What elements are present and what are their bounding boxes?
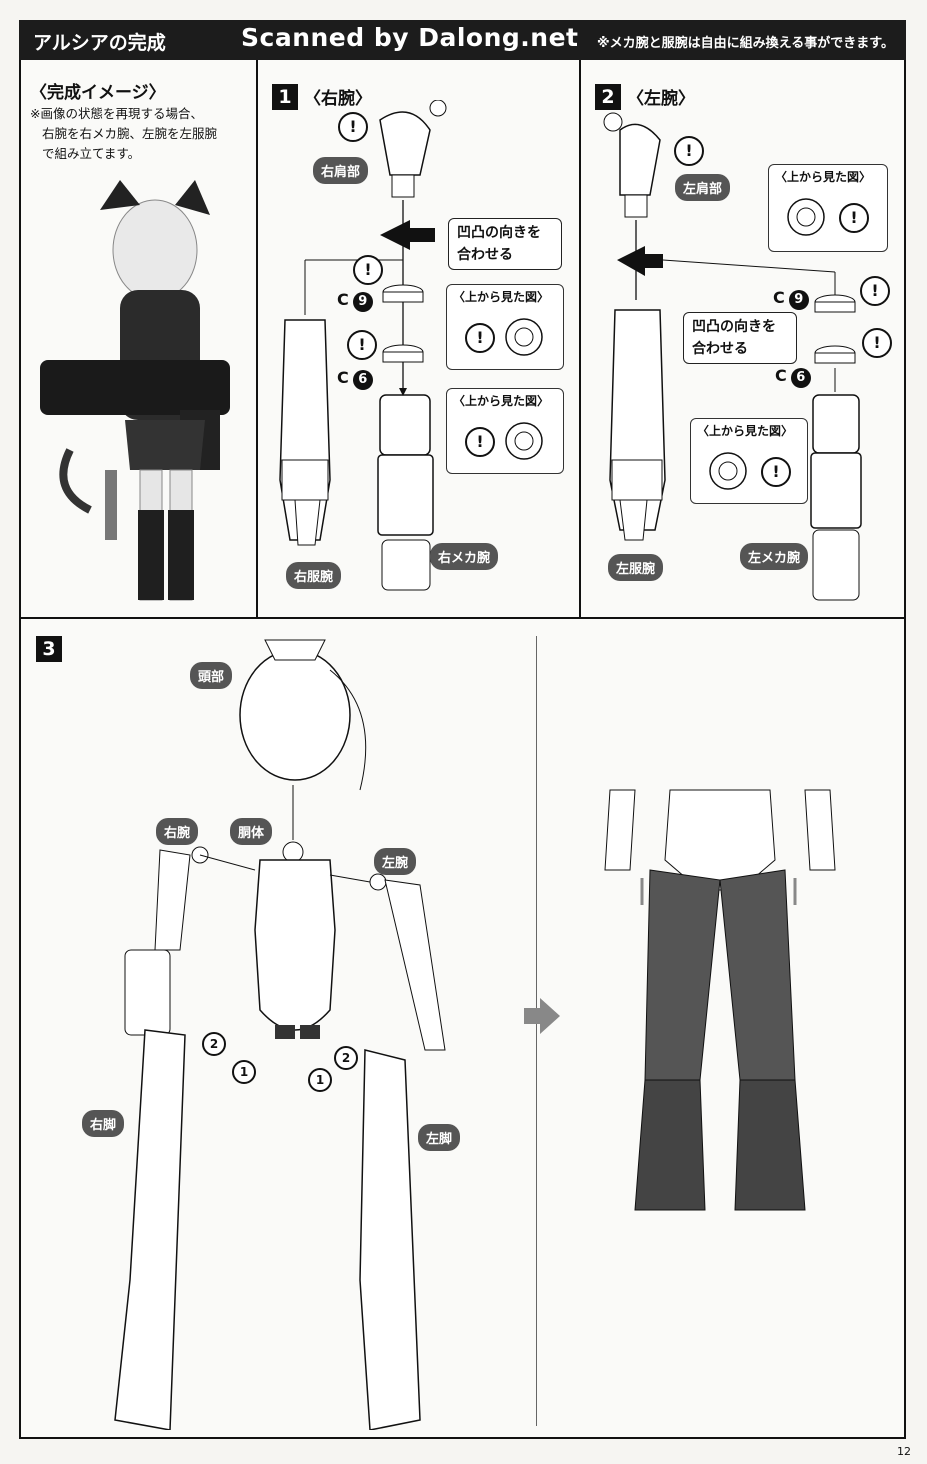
step1-callout-line2: 合わせる [457, 247, 513, 263]
step1-topview-1-warn: ! [465, 323, 495, 353]
step2-warn-shoulder: ! [674, 136, 704, 166]
step2-topview-1-warn: ! [839, 203, 869, 233]
step1-topview-1-title: 〈上から見た図〉 [453, 290, 550, 304]
step2-callout-line2: 合わせる [692, 341, 748, 357]
step1-topview-2-warn: ! [465, 427, 495, 457]
step3-seq-1-right: 1 [232, 1060, 256, 1084]
step2-part-c9-num: 9 [788, 290, 809, 310]
step2-mecha-label: 左メカ腕 [740, 543, 809, 570]
step1-part-c6-num: 6 [352, 370, 373, 390]
step1-part-c6-letter: C [337, 368, 349, 387]
step3-seq-2-left: 2 [334, 1046, 358, 1070]
step3-left-arm-label: 左腕 [374, 848, 417, 875]
page-title: アルシアの完成 [33, 32, 166, 54]
step3-exploded-diagram [114, 639, 446, 1430]
step2-topview-2: 〈上から見た図〉 ! [690, 418, 808, 504]
step1-warn-shoulder: ! [338, 112, 368, 142]
step1-diagram [279, 100, 447, 591]
step1-callout-line1: 凹凸の向きを [457, 225, 541, 241]
step3-seq-1-left: 1 [308, 1068, 332, 1092]
step3-head-label: 頭部 [190, 662, 233, 689]
divider-2 [579, 60, 581, 618]
step3-assembled-figure [604, 789, 836, 1211]
header-note: ※メカ腕と服腕は自由に組み換える事ができます。 [597, 36, 894, 51]
divider-1 [256, 60, 258, 618]
step1-shoulder-label: 右肩部 [313, 157, 369, 184]
step2-number: 2 [595, 84, 621, 110]
step2-warn-c6: ! [862, 328, 892, 358]
step1-topview-2-title: 〈上から見た図〉 [453, 394, 550, 408]
step2-part-c9-letter: C [773, 288, 785, 307]
step2-callout-line1: 凹凸の向きを [692, 319, 776, 335]
step3-left-leg-label: 左脚 [418, 1124, 461, 1151]
step1-part-c9-num: 9 [352, 292, 373, 312]
step1-cloth-label: 右服腕 [286, 562, 342, 589]
step3-right-arm-label: 右腕 [156, 818, 199, 845]
step2-shoulder-label: 左肩部 [675, 174, 731, 201]
step2-topview-1: 〈上から見た図〉 ! [768, 164, 888, 252]
image-note-1: ※画像の状態を再現する場合、 [30, 106, 203, 121]
step1-callout: 凹凸の向きを 合わせる [448, 218, 562, 270]
image-note-3: で組み立てます。 [42, 146, 141, 161]
step1-part-c9-letter: C [337, 290, 349, 309]
step2-part-c6-letter: C [775, 366, 787, 385]
step3-torso-label: 胴体 [230, 818, 273, 845]
divider-3 [19, 617, 906, 619]
step2-diagram [603, 112, 862, 601]
step2-topview-1-title: 〈上から見た図〉 [775, 170, 872, 184]
step2-part-c6-num: 6 [790, 368, 811, 388]
page-number: 12 [897, 1445, 911, 1458]
step2-cloth-label: 左服腕 [608, 554, 664, 581]
completed-figure-photo [40, 180, 230, 601]
image-panel-title: 〈完成イメージ〉 [30, 83, 166, 103]
image-note-2: 右腕を右メカ腕、左腕を左服腕 [42, 126, 218, 141]
step2-callout: 凹凸の向きを 合わせる [683, 312, 797, 364]
step2-warn-c9: ! [860, 276, 890, 306]
header-bar: アルシアの完成 Scanned by Dalong.net ※メカ腕と服腕は自由… [19, 20, 906, 60]
step1-warn-c6: ! [347, 330, 377, 360]
step2-topview-2-warn: ! [761, 457, 791, 487]
step1-topview-2: 〈上から見た図〉 ! [446, 388, 564, 474]
step1-title: 〈右腕〉 [304, 89, 372, 109]
next-arrow-icon [524, 998, 560, 1034]
step3-seq-2-right: 2 [202, 1032, 226, 1056]
step3-number: 3 [36, 636, 62, 662]
divider-4 [536, 636, 537, 1426]
step2-topview-2-title: 〈上から見た図〉 [697, 424, 794, 438]
step1-number: 1 [272, 84, 298, 110]
watermark: Scanned by Dalong.net [241, 23, 579, 52]
step3-right-leg-label: 右脚 [82, 1110, 125, 1137]
step1-topview-1: 〈上から見た図〉 ! [446, 284, 564, 370]
step1-warn-c9: ! [353, 255, 383, 285]
step1-mecha-label: 右メカ腕 [430, 543, 499, 570]
step2-title: 〈左腕〉 [627, 89, 695, 109]
